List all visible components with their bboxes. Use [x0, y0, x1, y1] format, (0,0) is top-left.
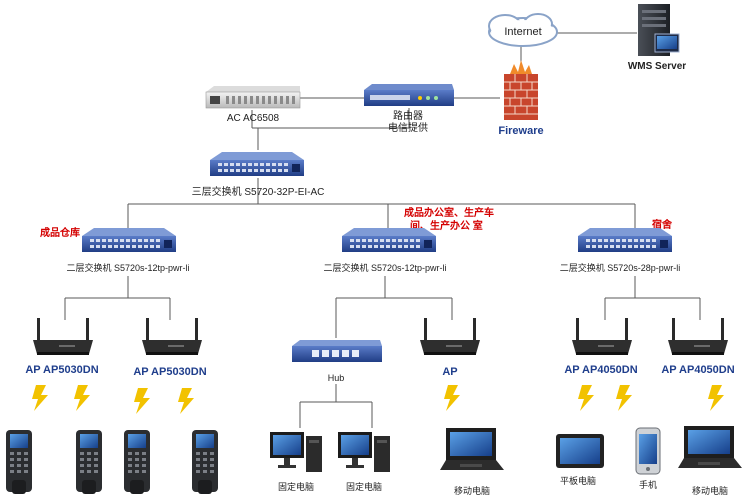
- wireless-signals: [32, 385, 724, 414]
- access-point-icon: [572, 318, 632, 355]
- laptop-icon: [440, 428, 504, 470]
- router: 路由器 电信提供: [364, 84, 454, 134]
- internet-label: Internet: [504, 26, 541, 38]
- laptop-right: 移动电脑: [678, 426, 742, 496]
- access-point-icon: [142, 318, 202, 355]
- ap-4050dn-2: AP AP4050DN: [661, 318, 735, 376]
- access-switch-center-label: 二层交换机 S5720s-12tp-pwr-li: [323, 262, 446, 273]
- router-label-line2: 电信提供: [388, 121, 428, 134]
- tablet-label: 平板电脑: [560, 475, 596, 486]
- ac-label: AC AC6508: [227, 113, 280, 124]
- ap-5030dn-2: AP AP5030DN: [133, 318, 207, 378]
- server-icon: [638, 4, 680, 56]
- desktop-pc-1: 固定电脑: [270, 432, 322, 492]
- access-switch-center: 二层交换机 S5720s-12tp-pwr-li: [323, 228, 447, 273]
- firewall-icon: [504, 60, 538, 120]
- wireless-signal-icon: [444, 385, 460, 411]
- handheld-scanner-icon: [76, 430, 102, 494]
- zone-label-right: 宿舍: [652, 218, 673, 231]
- connection-lines: [64, 32, 701, 428]
- hub: Hub: [292, 340, 382, 383]
- zone-label-center-line1: 成品办公室、生产车: [404, 206, 494, 219]
- switch-icon: [578, 228, 672, 252]
- firewall-label: Fireware: [498, 125, 543, 137]
- handheld-scanner-icon: [124, 430, 150, 494]
- ap-5030dn-1-label: AP AP5030DN: [25, 364, 98, 376]
- ap-4050dn-1: AP AP4050DN: [564, 318, 638, 376]
- access-switch-left: 二层交换机 S5720s-12tp-pwr-li: [66, 228, 190, 273]
- switch-icon: [82, 228, 176, 252]
- handheld-scanner-icon: [192, 430, 218, 494]
- laptop-center: 移动电脑: [440, 428, 504, 496]
- wireless-signal-icon: [74, 385, 90, 411]
- desktop-computer-icon: [270, 432, 322, 472]
- ap-5030dn-2-label: AP AP5030DN: [133, 366, 206, 378]
- desktop-pc-2-label: 固定电脑: [346, 481, 382, 492]
- wms-server: WMS Server: [628, 4, 686, 72]
- access-switch-right-label: 二层交换机 S5720s-28p-pwr-li: [560, 262, 681, 273]
- ap-4050dn-2-label: AP AP4050DN: [661, 364, 734, 376]
- wireless-signal-icon: [134, 388, 150, 414]
- access-switch-left-label: 二层交换机 S5720s-12tp-pwr-li: [66, 262, 189, 273]
- switch-icon: [342, 228, 436, 252]
- zone-label-center-line2: 间、生产办公 室: [410, 219, 483, 232]
- ap-center-label: AP: [442, 366, 457, 378]
- wireless-signal-icon: [178, 388, 194, 414]
- ac-controller: AC AC6508: [205, 86, 301, 124]
- core-switch: 三层交换机 S5720-32P-EI-AC: [192, 152, 325, 198]
- access-point-icon: [33, 318, 93, 355]
- laptop-icon: [678, 426, 742, 468]
- phone-label: 手机: [639, 479, 657, 490]
- wireless-signal-icon: [32, 385, 48, 411]
- router-label-line1: 路由器: [393, 109, 423, 122]
- zone-label-left: 成品仓库: [40, 226, 80, 239]
- router-icon: [364, 84, 454, 106]
- ap-5030dn-1: AP AP5030DN: [25, 318, 99, 376]
- laptop-right-label: 移动电脑: [692, 485, 728, 496]
- core-switch-icon: [210, 152, 304, 176]
- tablet-device: 平板电脑: [556, 434, 604, 486]
- tablet-icon: [556, 434, 604, 468]
- phone-device: 手机: [635, 427, 661, 490]
- desktop-pc-2: 固定电脑: [338, 432, 390, 492]
- hub-icon: [292, 340, 382, 362]
- firewall: Fireware: [498, 60, 544, 137]
- handheld-scanner-icon: [6, 430, 32, 494]
- wireless-signal-icon: [708, 385, 724, 411]
- ap-4050dn-1-label: AP AP4050DN: [564, 364, 637, 376]
- wireless-signal-icon: [578, 385, 594, 411]
- hub-label: Hub: [328, 373, 345, 383]
- access-switch-right: 二层交换机 S5720s-28p-pwr-li: [560, 228, 681, 273]
- access-point-icon: [420, 318, 480, 355]
- core-switch-label: 三层交换机 S5720-32P-EI-AC: [192, 185, 325, 198]
- desktop-pc-1-label: 固定电脑: [278, 481, 314, 492]
- ac-controller-icon: [205, 86, 301, 109]
- handheld-scanners: [6, 430, 218, 494]
- laptop-center-label: 移动电脑: [454, 485, 490, 496]
- access-point-icon: [668, 318, 728, 355]
- phone-icon: [635, 427, 661, 475]
- ap-center: AP: [420, 318, 480, 378]
- desktop-computer-icon: [338, 432, 390, 472]
- internet-cloud: Internet: [488, 13, 558, 47]
- wireless-signal-icon: [616, 385, 632, 411]
- wms-server-label: WMS Server: [628, 61, 686, 72]
